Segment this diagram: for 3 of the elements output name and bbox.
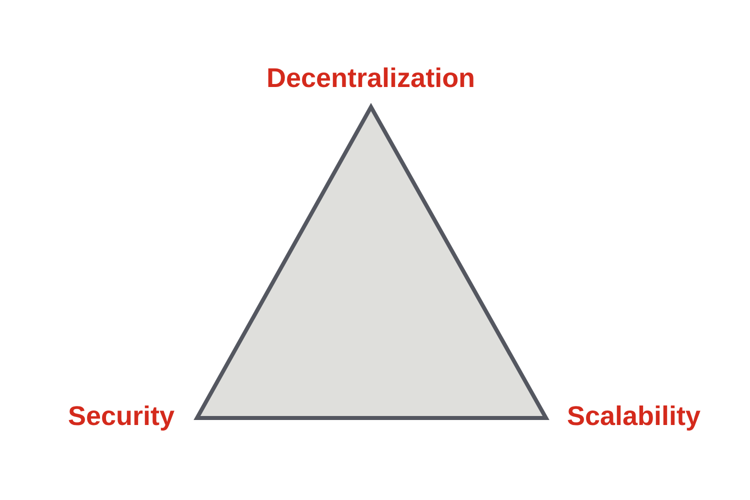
vertex-label: Scalability [567,400,701,432]
vertex-label: Security [68,400,175,432]
vertex-label: Decentralization [266,62,476,94]
